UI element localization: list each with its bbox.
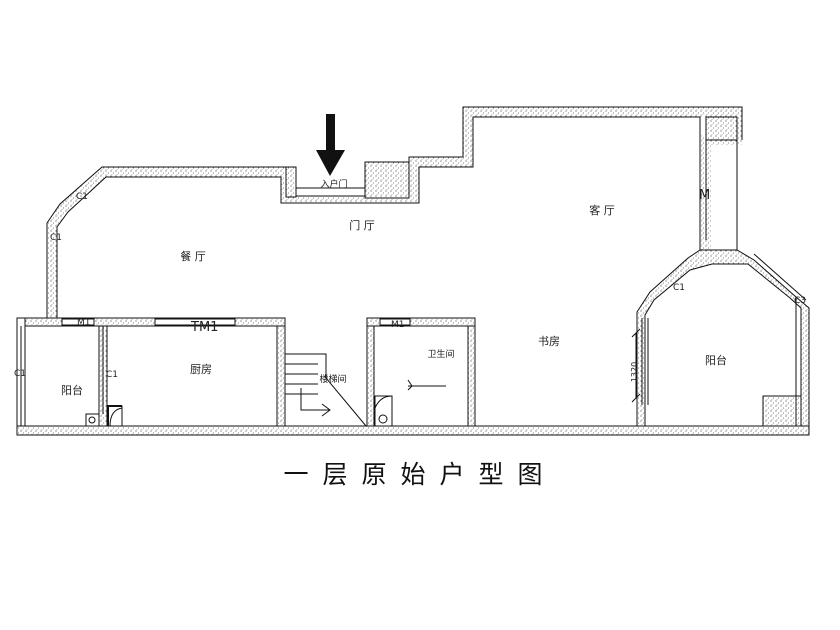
- middle-wall-bath: [366, 317, 476, 327]
- kitchen-right-wall: [276, 325, 286, 427]
- bottom-wall: [16, 425, 810, 436]
- entrance-wall-right: [364, 161, 410, 199]
- wall-line-inner: [56, 116, 701, 318]
- balcony-pillar: [85, 413, 100, 427]
- down-arrow-icon: [316, 114, 345, 176]
- wall-line-outer: [46, 106, 743, 318]
- m1-opening-bath: [379, 318, 411, 326]
- door-tag-m: M: [699, 188, 710, 203]
- room-label-bathroom: 卫生间: [427, 348, 454, 360]
- right-balcony-pillar: [762, 395, 802, 427]
- right-balcony-bay: [631, 249, 810, 427]
- window-tag-c3: C3: [794, 296, 806, 306]
- door-tag-m1-bath: M1: [391, 320, 405, 330]
- window-tag-c1-far-left: C1: [14, 369, 26, 379]
- room-label-stair: 楼梯间: [319, 373, 346, 385]
- entrance-door-label: 入户门: [320, 178, 347, 190]
- plan-title: 一层原始户型图: [283, 460, 557, 489]
- window-tag-c1-left: C1: [50, 233, 62, 243]
- window-tag-c1-right: C1: [673, 283, 685, 293]
- door-swings: [107, 379, 446, 427]
- bath-right-wall: [467, 325, 476, 427]
- window-tag-c1-diag: C1: [76, 192, 88, 202]
- door-tag-m1-left: M1: [77, 318, 91, 328]
- dimension-label: 1320: [630, 362, 639, 382]
- room-label-foyer: 门 厅: [349, 218, 375, 232]
- wall-band-top: [47, 107, 742, 318]
- bath-left-wall: [366, 325, 375, 427]
- window-tag-c1-kitchen: C1: [106, 370, 118, 380]
- left-balcony-window: [20, 326, 104, 426]
- exterior-walls: [46, 106, 743, 318]
- entrance-door-sill: [295, 187, 366, 197]
- room-label-dining: 餐 厅: [180, 249, 206, 263]
- m1-opening-left: [61, 318, 95, 326]
- right-arrow-icon: [300, 388, 330, 411]
- room-label-balcony-right: 阳台: [705, 353, 727, 367]
- room-label-balcony-left: 阳台: [61, 383, 83, 397]
- interior-walls: [16, 317, 810, 436]
- room-label-study: 书房: [538, 335, 560, 348]
- room-label-living: 客 厅: [589, 203, 615, 217]
- middle-wall-left: [16, 317, 286, 327]
- corner-pillar: [705, 116, 738, 141]
- tm1-opening: [154, 318, 236, 326]
- staircase: [285, 353, 367, 427]
- room-label-kitchen: 厨房: [190, 363, 212, 376]
- door-tag-tm1: TM1: [190, 320, 218, 335]
- entrance-wall-left: [285, 166, 297, 198]
